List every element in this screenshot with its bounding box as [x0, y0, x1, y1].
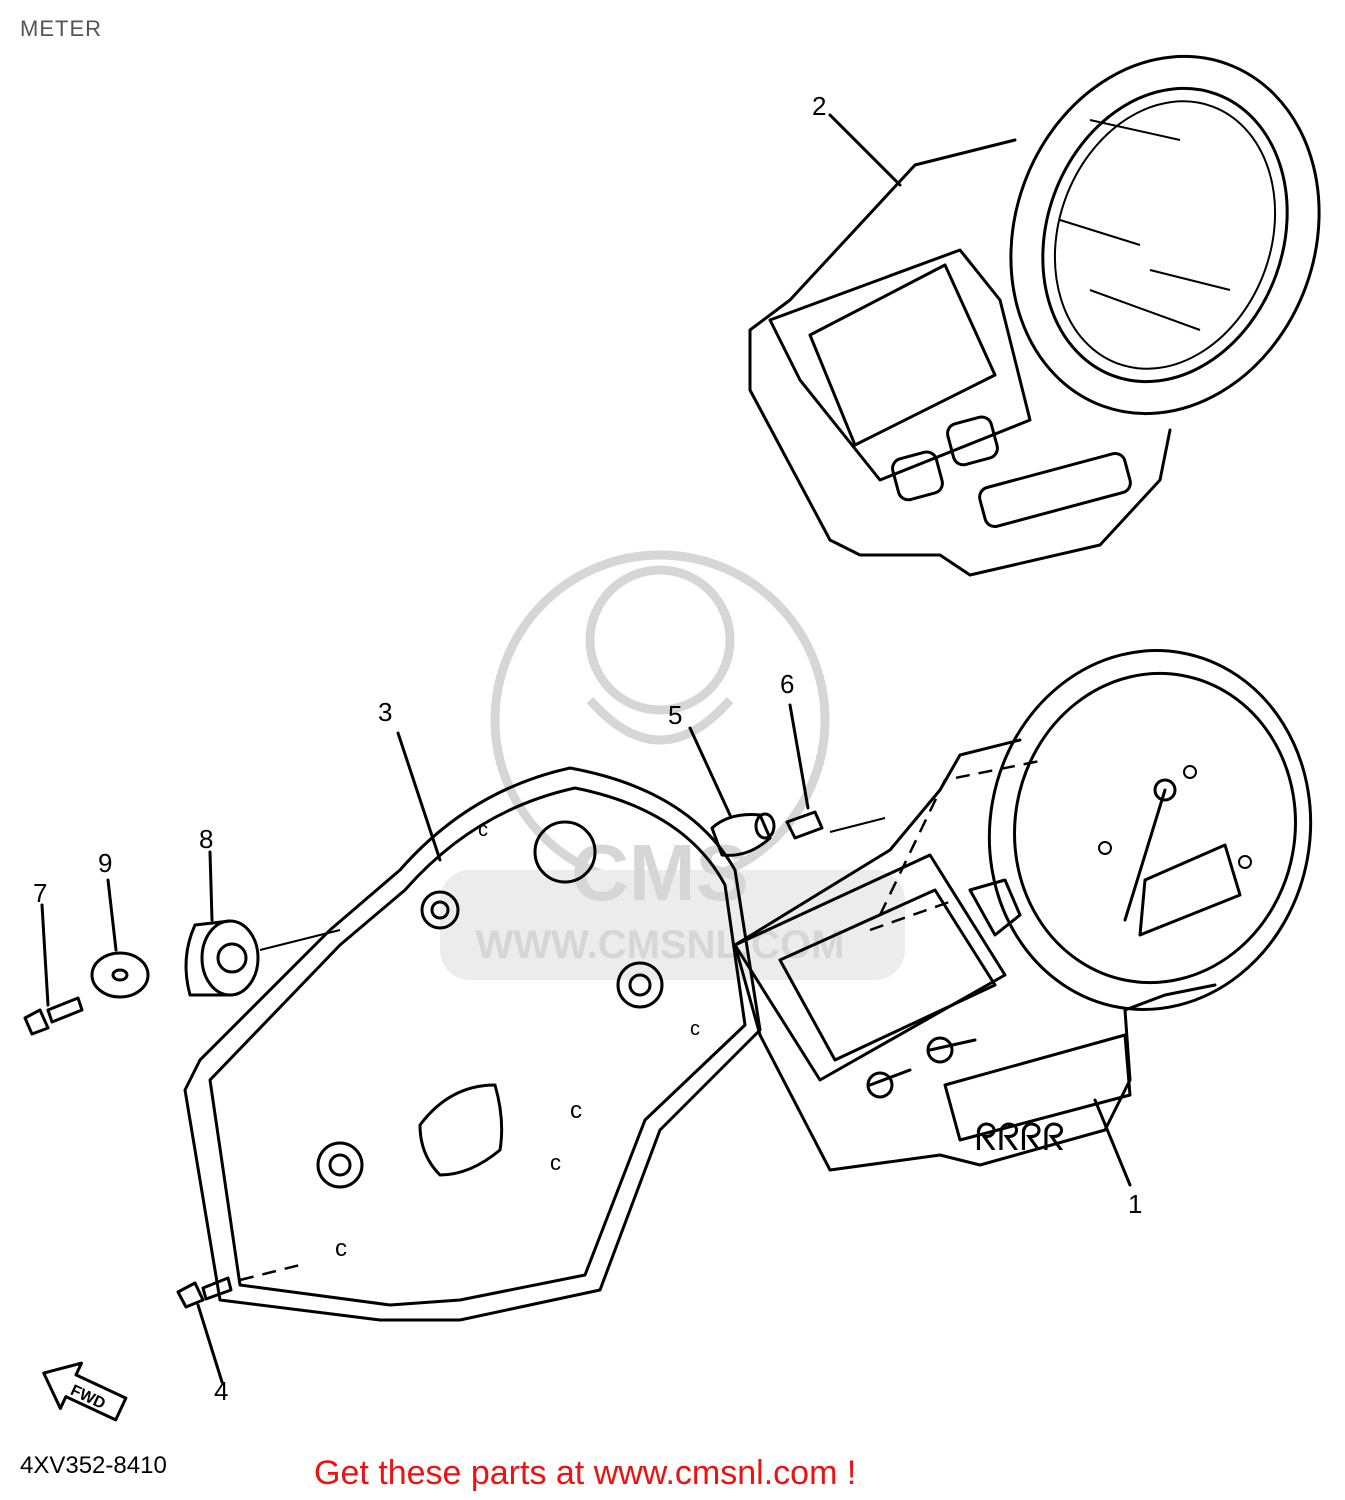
diagram-part-number: 4XV352-8410 [20, 1452, 167, 1479]
callout-1: 1 [1128, 1189, 1142, 1219]
part-9-collar [90, 878, 150, 999]
part-1-meter-assembly: ᖇᖇᖇᖇ [733, 649, 1313, 1187]
callout-4: 4 [214, 1376, 228, 1406]
callout-7: 7 [33, 878, 47, 908]
case-hole-label: c [335, 1235, 347, 1262]
callout-6: 6 [780, 669, 794, 699]
fwd-direction-arrow: FWD [42, 1361, 128, 1422]
watermark-url: WWW.CMSNL.COM [476, 923, 845, 967]
cta-link[interactable]: Get these parts at www.cmsnl.com ! [314, 1454, 857, 1492]
callout-2: 2 [812, 91, 826, 121]
callout-5: 5 [668, 700, 682, 730]
watermark-logo-text: CMS [571, 828, 749, 917]
part-4-screw [176, 1263, 301, 1384]
connector-pins-glyph: ᖇᖇᖇᖇ [975, 1117, 1065, 1159]
part-2-meter-cover [748, 54, 1321, 577]
case-hole-label: c [478, 819, 488, 841]
part-6-bulb [785, 703, 886, 840]
watermark-logo: CMS WWW.CMSNL.COM [440, 550, 905, 980]
callout-8: 8 [199, 824, 213, 854]
case-hole-label: c [690, 1018, 700, 1040]
part-7-screw [23, 903, 84, 1036]
part-5-bulb-socket [688, 726, 776, 857]
case-hole-label: c [570, 1097, 582, 1124]
page-title: METER [20, 16, 102, 41]
callout-9: 9 [98, 848, 112, 878]
part-3-meter-case: c c c c c [183, 731, 762, 1322]
callout-3: 3 [378, 697, 392, 727]
part-8-grommet [184, 850, 341, 997]
case-hole-label: c [550, 1150, 561, 1175]
